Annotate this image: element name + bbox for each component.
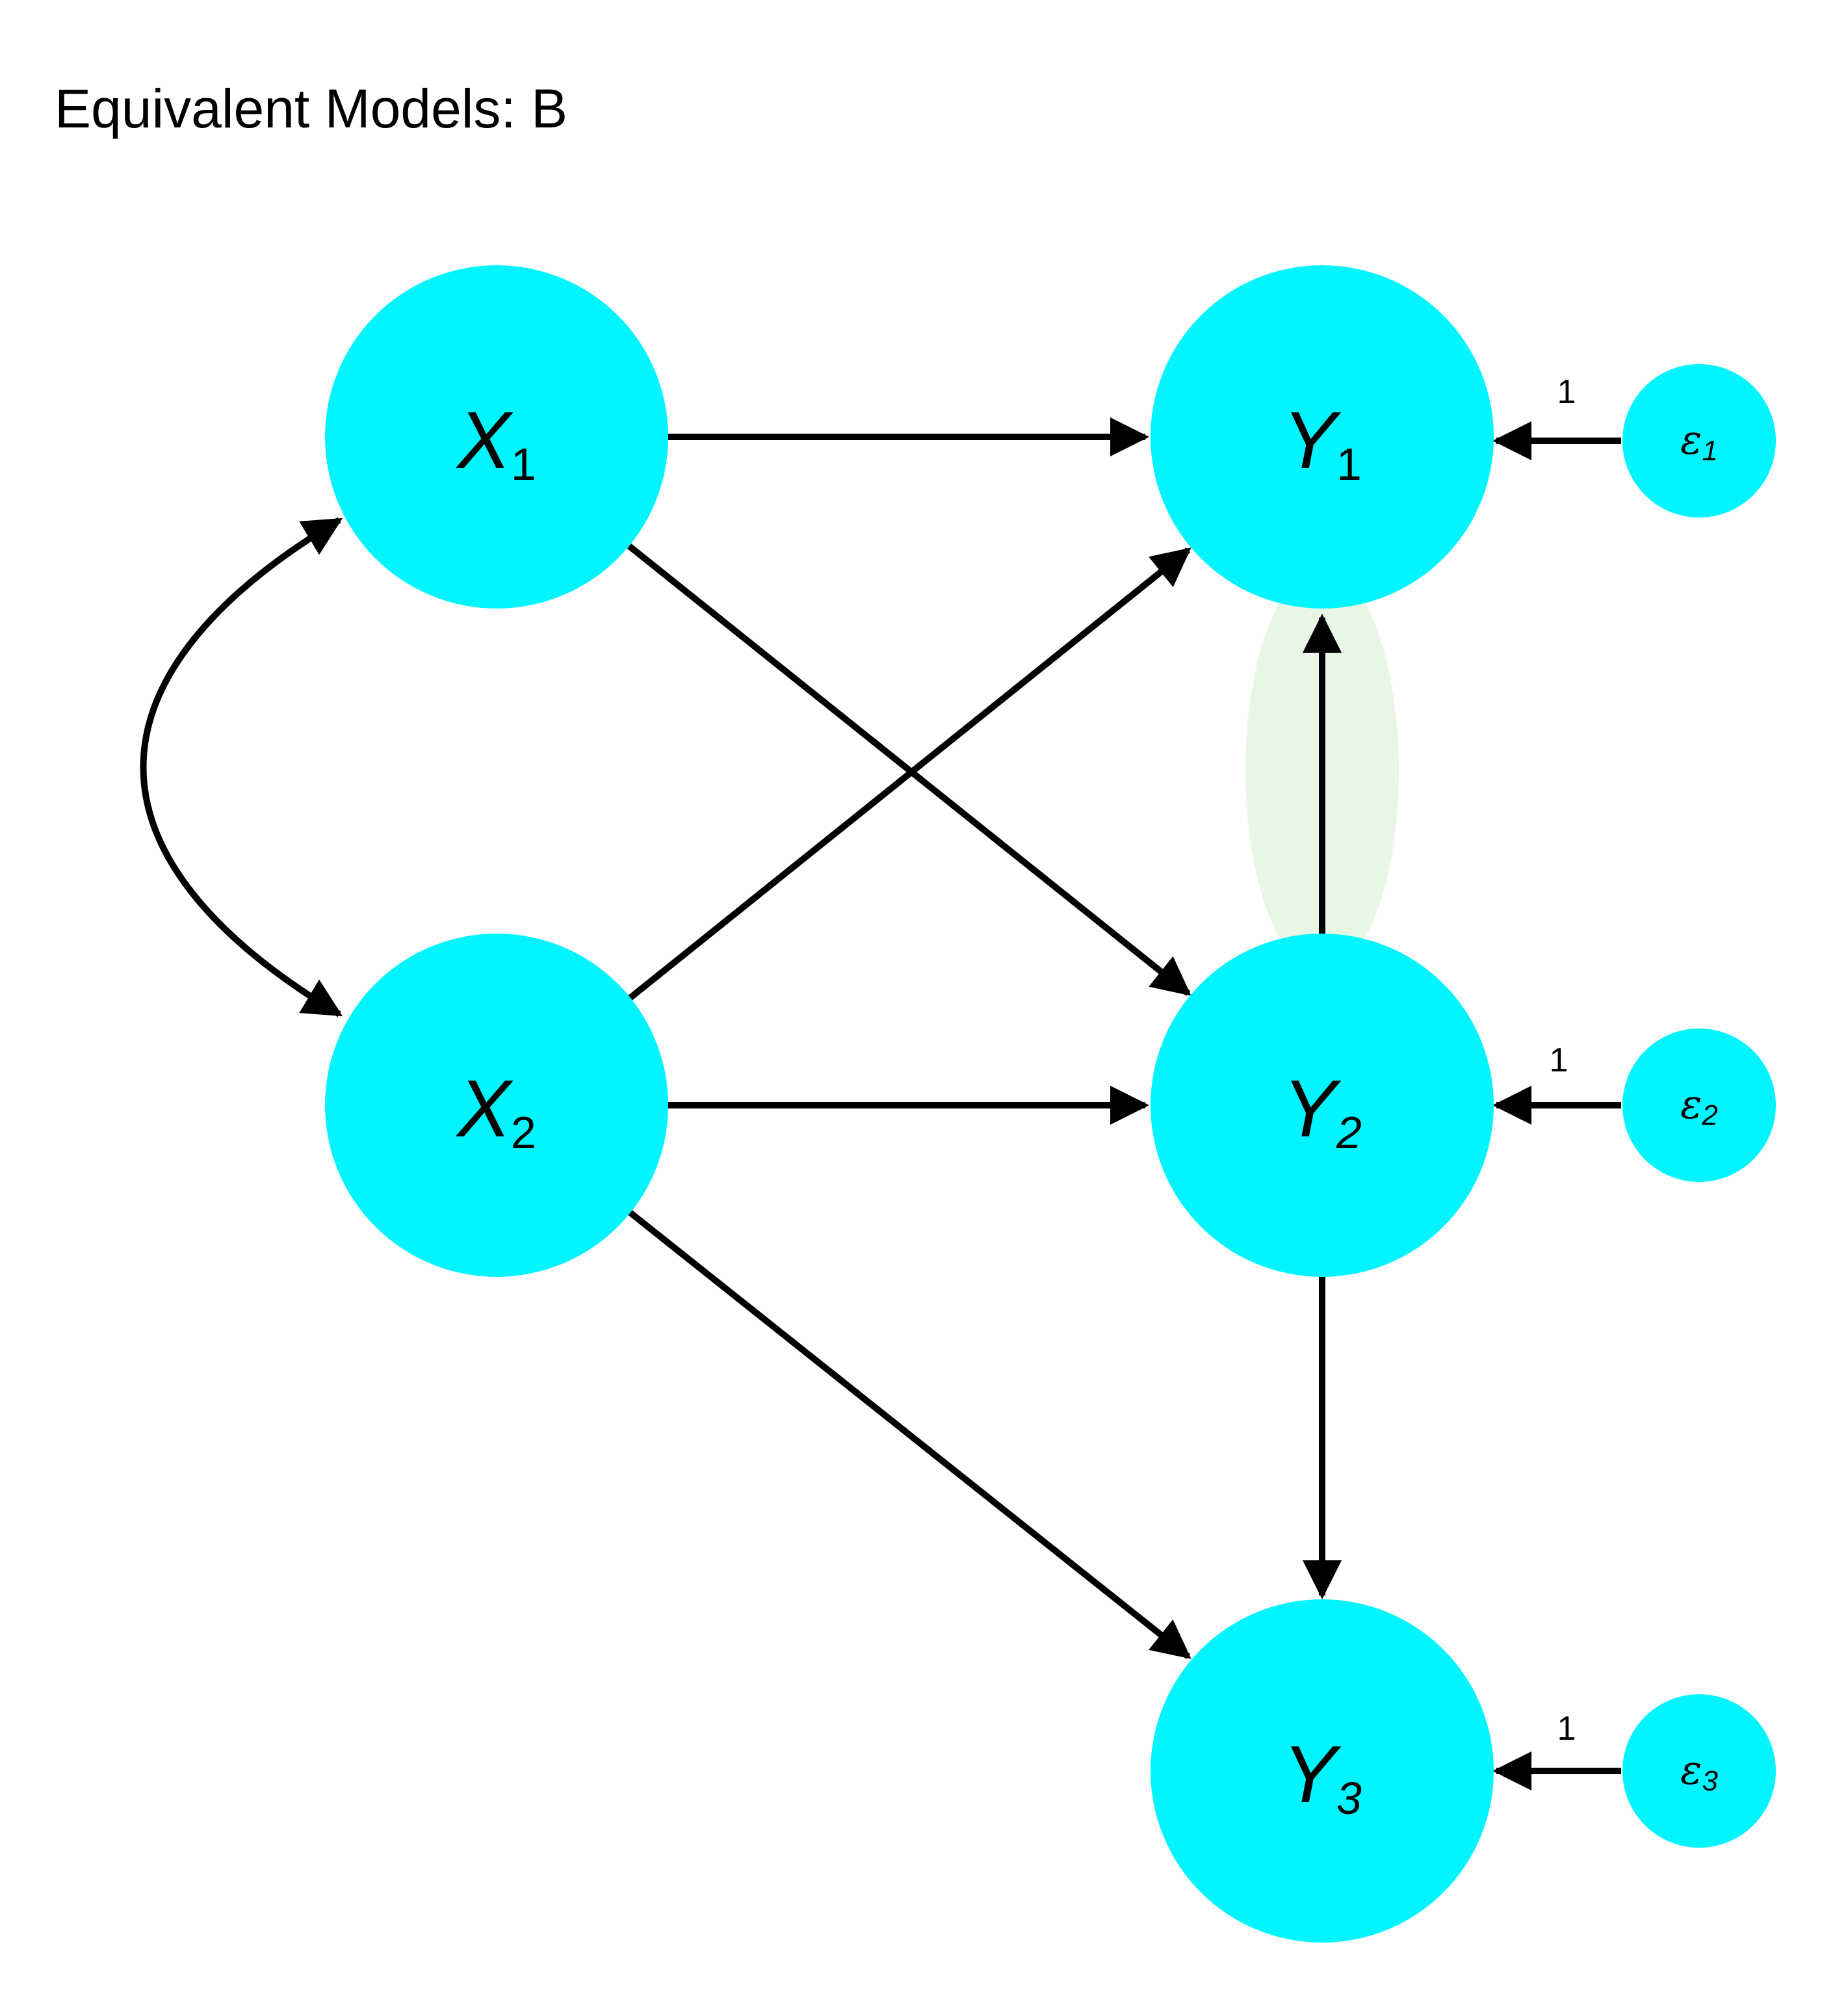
edge-label-e2-y2: 1: [1550, 1042, 1568, 1079]
node-e1: ε1: [1622, 364, 1776, 518]
node-y1: Y1: [1151, 265, 1494, 609]
node-e2-circle: [1622, 1029, 1776, 1182]
node-e3-main: ε: [1680, 1746, 1702, 1794]
edge-x1-x2-covariance: [140, 517, 343, 1017]
node-y2-main: Y: [1282, 1064, 1342, 1154]
node-e2-label: ε2: [1680, 1081, 1718, 1131]
edge-x2-y3: [627, 1209, 1191, 1659]
node-e2: ε2: [1622, 1029, 1776, 1182]
node-e1-circle: [1622, 364, 1776, 518]
edge-x2-y1: [627, 547, 1191, 1001]
node-x2-label: X2: [455, 1064, 536, 1158]
node-x1-circle: [325, 265, 668, 609]
node-y3-main: Y: [1282, 1730, 1342, 1820]
diagram-title: Equivalent Models: B: [55, 78, 567, 139]
node-y1-main: Y: [1282, 396, 1342, 486]
node-e3-label: ε3: [1680, 1746, 1718, 1797]
node-x1: X1: [325, 265, 668, 609]
node-y2: Y2: [1151, 934, 1494, 1277]
node-y2-sub: 2: [1336, 1107, 1362, 1158]
node-x2: X2: [325, 934, 668, 1277]
node-e2-main: ε: [1680, 1081, 1702, 1128]
node-y3-sub: 3: [1336, 1773, 1362, 1824]
node-e2-sub: 2: [1701, 1099, 1717, 1131]
node-y1-circle: [1151, 265, 1494, 609]
node-e1-sub: 1: [1702, 435, 1717, 467]
node-e3-sub: 3: [1702, 1765, 1718, 1797]
node-y1-label: Y1: [1282, 396, 1362, 490]
node-y2-circle: [1151, 934, 1494, 1277]
node-y2-label: Y2: [1282, 1064, 1362, 1158]
edge-label-e3-y3: 1: [1557, 1710, 1576, 1748]
node-x1-sub: 1: [511, 439, 536, 490]
node-x2-circle: [325, 934, 668, 1277]
edge-x1-y2: [627, 544, 1191, 996]
node-y3: Y3: [1151, 1599, 1494, 1943]
node-x1-label: X1: [455, 396, 536, 490]
node-x1-main: X: [455, 396, 514, 486]
node-e3-circle: [1622, 1694, 1776, 1848]
node-e1-main: ε: [1680, 416, 1702, 464]
node-x2-sub: 2: [511, 1107, 536, 1158]
edge-label-e1-y1: 1: [1557, 373, 1576, 411]
node-x2-main: X: [455, 1064, 514, 1154]
node-e1-label: ε1: [1680, 416, 1718, 467]
node-e3: ε3: [1622, 1694, 1776, 1848]
node-y1-sub: 1: [1336, 439, 1362, 490]
node-y3-label: Y3: [1282, 1730, 1362, 1824]
edges: [140, 417, 1621, 1790]
node-y3-circle: [1151, 1599, 1494, 1943]
